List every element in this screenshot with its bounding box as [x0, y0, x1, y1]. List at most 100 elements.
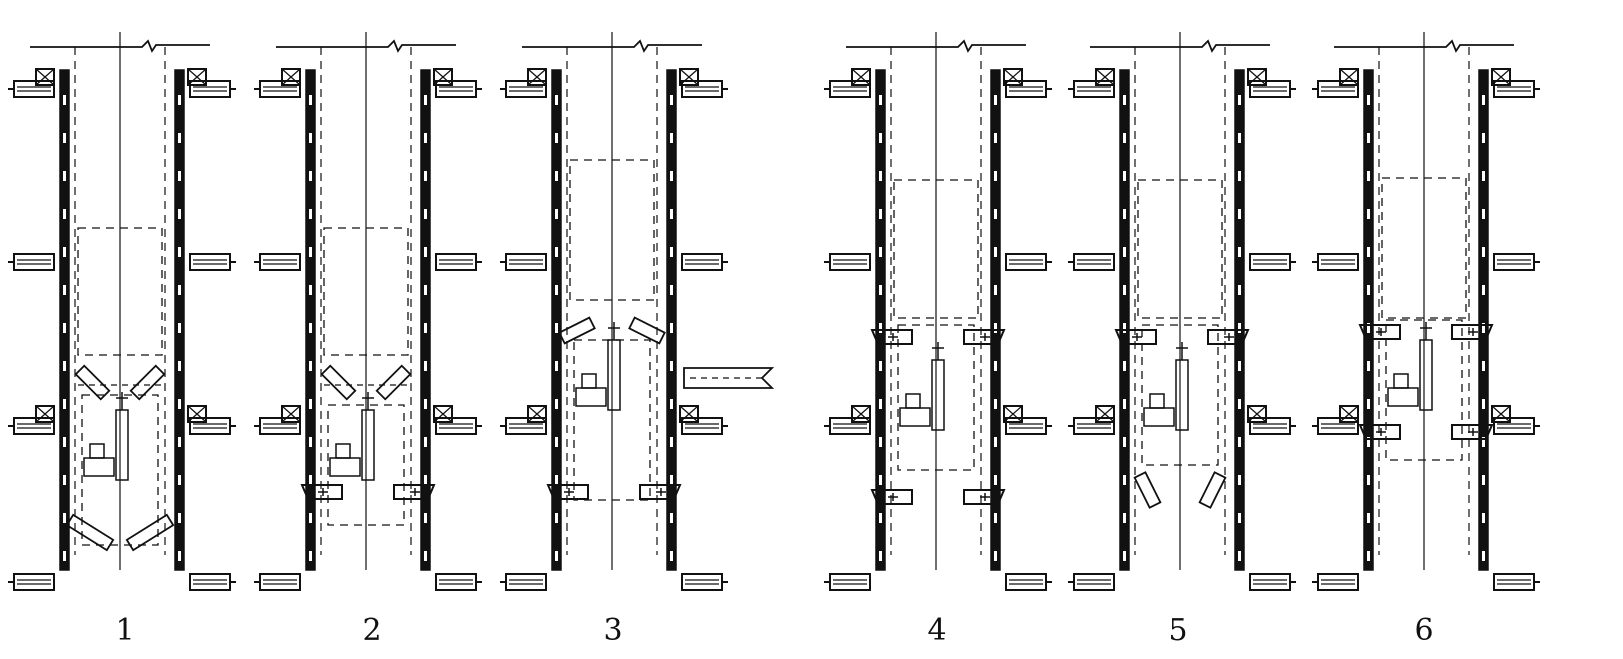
wall-mark	[178, 551, 181, 561]
wall-mark	[1238, 513, 1241, 523]
shaft-wall-left	[551, 69, 562, 571]
panel-label: 4	[927, 613, 946, 648]
wall-mark	[178, 209, 181, 219]
floor-slab	[189, 253, 231, 271]
wall-mark	[424, 437, 427, 447]
floor-slab	[829, 80, 871, 98]
rail-bracket	[1247, 68, 1267, 86]
floor-slab	[13, 253, 55, 271]
rail-bracket	[527, 68, 547, 86]
wall-mark	[1367, 323, 1370, 333]
wall-mark	[1482, 513, 1485, 523]
wall-mark	[879, 399, 882, 409]
wall-mark	[1238, 171, 1241, 181]
floor-slab	[435, 573, 477, 591]
wall-mark	[178, 285, 181, 295]
floor-slab	[681, 80, 723, 98]
machine-body	[1143, 407, 1175, 427]
wall-mark	[63, 171, 66, 181]
wall-mark	[424, 247, 427, 257]
rail-bracket	[187, 68, 207, 86]
wall-mark	[1482, 285, 1485, 295]
rail-bracket	[851, 405, 871, 423]
wall-mark	[1367, 361, 1370, 371]
panel-label: 2	[362, 613, 381, 648]
upper-frame	[77, 227, 163, 356]
wall-mark	[1482, 209, 1485, 219]
wall-mark	[670, 475, 673, 485]
wall-mark	[555, 399, 558, 409]
hoist-machine	[575, 322, 621, 411]
wall-mark	[63, 475, 66, 485]
rail-bracket	[1247, 405, 1267, 423]
wall-mark	[309, 551, 312, 561]
wall-mark	[1482, 437, 1485, 447]
rail-bracket	[1491, 68, 1511, 86]
rail-bracket	[1095, 68, 1115, 86]
ground-line	[276, 39, 456, 53]
wall-mark	[1238, 95, 1241, 105]
shaft-wall-left	[1119, 69, 1130, 571]
wall-mark	[1238, 551, 1241, 561]
wall-mark	[1123, 361, 1126, 371]
climbing-clamp	[1451, 424, 1494, 440]
wall-mark	[670, 133, 673, 143]
rail-bracket	[851, 68, 871, 86]
hoist-machine	[83, 392, 129, 481]
machine-body	[1387, 387, 1419, 407]
wall-mark	[309, 95, 312, 105]
floor-slab	[259, 573, 301, 591]
wall-mark	[994, 323, 997, 333]
wall-mark	[994, 513, 997, 523]
wall-mark	[1123, 551, 1126, 561]
floor-slab	[1493, 573, 1535, 591]
wall-mark	[1238, 437, 1241, 447]
rail-bracket	[1003, 405, 1023, 423]
floor-slab	[505, 417, 547, 435]
floor-slab	[13, 417, 55, 435]
floor-slab	[1005, 417, 1047, 435]
panel-label: 3	[603, 613, 622, 648]
floor-slab	[435, 80, 477, 98]
floor-slab	[681, 417, 723, 435]
wall-mark	[1238, 323, 1241, 333]
climbing-clamp	[546, 484, 589, 500]
floor-slab	[1005, 80, 1047, 98]
wall-mark	[670, 95, 673, 105]
climbing-clamp	[963, 489, 1006, 505]
wall-mark	[879, 247, 882, 257]
floor-slab	[1249, 573, 1291, 591]
wall-mark	[994, 171, 997, 181]
stage-panel-3: 3	[500, 32, 775, 648]
upper-frame	[1381, 177, 1467, 319]
wall-mark	[63, 133, 66, 143]
stage-panel-6: 6	[1312, 32, 1540, 648]
wall-mark	[1123, 513, 1126, 523]
wall-mark	[994, 285, 997, 295]
floor-slab	[1317, 253, 1359, 271]
wall-mark	[555, 361, 558, 371]
hoist-machine	[1143, 342, 1189, 431]
working-frame	[897, 324, 975, 471]
wall-mark	[879, 361, 882, 371]
ground-line	[30, 39, 210, 53]
wall-mark	[555, 513, 558, 523]
floor-slab	[259, 417, 301, 435]
wall-mark	[63, 323, 66, 333]
wall-mark	[424, 361, 427, 371]
wall-mark	[1367, 285, 1370, 295]
wall-mark	[178, 323, 181, 333]
machine-body	[83, 457, 115, 477]
floor-slab	[829, 417, 871, 435]
working-frame	[1141, 324, 1219, 466]
floor-slab	[13, 80, 55, 98]
floor-slab	[829, 573, 871, 591]
floor-slab	[1493, 253, 1535, 271]
wall-mark	[1123, 95, 1126, 105]
floor-slab	[13, 573, 55, 591]
wall-mark	[994, 95, 997, 105]
wall-mark	[1482, 399, 1485, 409]
wall-mark	[63, 247, 66, 257]
hoist-machine	[899, 342, 945, 431]
wall-mark	[879, 323, 882, 333]
